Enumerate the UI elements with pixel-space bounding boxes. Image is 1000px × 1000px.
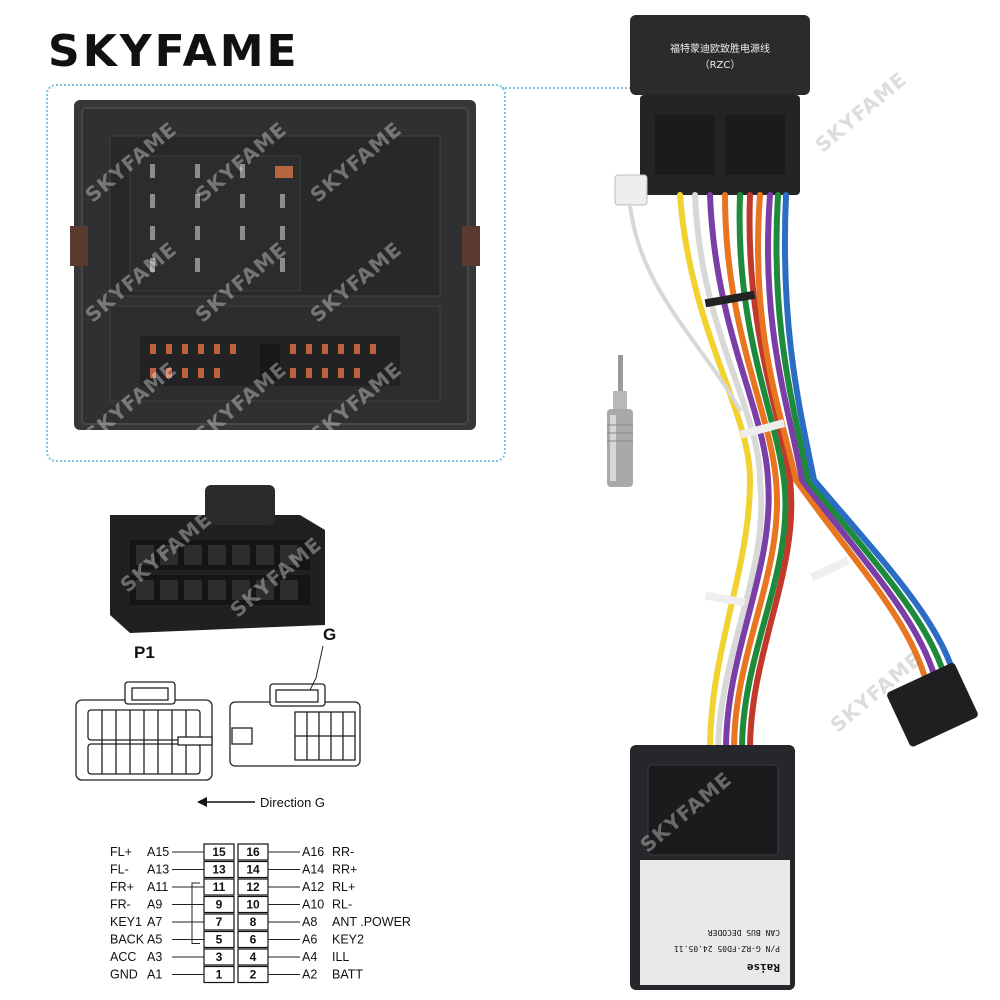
sixteen-pin-connector-photo <box>110 485 325 633</box>
pin-signal: GND <box>110 968 138 982</box>
pin-number: 14 <box>246 863 260 877</box>
pin-signal: ACC <box>110 950 136 964</box>
pin-number: 12 <box>246 880 260 894</box>
pin-box <box>203 843 235 861</box>
pin-code: A13 <box>147 863 169 877</box>
pin-signal: ANT .POWER <box>332 915 411 929</box>
pin-signal: RL+ <box>332 880 355 894</box>
pin-signal: RR+ <box>332 863 357 877</box>
pin-row-right: 2 A2 BATT <box>237 965 363 984</box>
pin-signal: BATT <box>332 968 363 982</box>
pin-number: 2 <box>250 968 257 982</box>
pin-row-left: KEY1 A7 7 <box>110 913 235 931</box>
pin-code: A14 <box>302 863 324 877</box>
pin-box <box>203 913 235 931</box>
pin-signal: KEY1 <box>110 915 142 929</box>
pin-number: 13 <box>212 863 226 877</box>
pin-code: A16 <box>302 845 324 859</box>
pin-number: 3 <box>216 950 223 964</box>
pin-number: 1 <box>216 968 223 982</box>
pin-code: A3 <box>147 950 162 964</box>
connector-label-code: （RZC） <box>700 59 741 71</box>
g-drawing <box>229 683 361 767</box>
pin-code: A10 <box>302 898 324 912</box>
frame-link-line <box>502 87 634 89</box>
pin-signal: RL- <box>332 898 352 912</box>
pin-signal: ILL <box>332 950 349 964</box>
pin-code: A6 <box>302 933 317 947</box>
pin-code: A4 <box>302 950 317 964</box>
pin-row-right: 14 A14 RR+ <box>237 860 357 879</box>
pin-row-left: FR- A9 9 <box>110 895 235 914</box>
connector-line-diagram: P1 G Direction G <box>75 625 361 810</box>
brand-logo: SKYFAME <box>48 26 300 77</box>
p1-label: P1 <box>134 643 155 662</box>
signal-pins <box>150 344 376 378</box>
decoder-name: CAN BUS DECODER <box>708 928 780 937</box>
pin-row-left: FR+ A11 11 <box>110 878 235 896</box>
pin-code: A9 <box>147 898 162 912</box>
pin-signal: FR+ <box>110 880 134 894</box>
pin-box <box>203 878 235 896</box>
pin-signal: BACK <box>110 933 145 947</box>
pin-number: 10 <box>246 898 260 912</box>
decoder-brand: Raise <box>747 961 780 974</box>
pin-row-left: ACC A3 3 <box>110 948 235 966</box>
power-pins <box>150 164 285 272</box>
pin-code: A8 <box>302 915 317 929</box>
pin-signal: KEY2 <box>332 933 364 947</box>
pin-number: 9 <box>216 898 223 912</box>
pin-code: A7 <box>147 915 162 929</box>
pin-code: A12 <box>302 880 324 894</box>
pin-row-right: 8 A8 ANT .POWER <box>237 913 411 931</box>
pin-signal: FR- <box>110 898 131 912</box>
pin-code: A2 <box>302 968 317 982</box>
pin-row-left: GND A1 1 <box>110 965 235 984</box>
pin-row-right: 4 A4 ILL <box>237 948 349 966</box>
pin-number: 15 <box>212 845 226 859</box>
car-side-connector <box>630 15 810 95</box>
pin-row-right: 6 A6 KEY2 <box>237 930 364 949</box>
pin-code: A11 <box>147 880 168 894</box>
pin-row-left: FL- A13 13 <box>110 860 235 879</box>
pin-row-right: 16 A16 RR- <box>237 843 354 861</box>
p1-drawing <box>75 681 213 781</box>
pin-number: 6 <box>250 933 257 947</box>
vehicle-connector-photo <box>70 100 480 430</box>
antenna-adapter <box>607 355 633 487</box>
pin-code: A1 <box>147 968 162 982</box>
pin-signal: FL+ <box>110 845 132 859</box>
pin-number: 11 <box>213 880 226 894</box>
decoder-pn: P/N G-RZ-FD05 24.05.11 <box>674 944 780 953</box>
pin-code: A15 <box>147 845 169 859</box>
pin-number: 4 <box>250 950 257 964</box>
radio-side-connector <box>887 663 978 747</box>
pin-bracket <box>191 882 200 944</box>
pin-row-left: FL+ A15 15 <box>110 843 235 861</box>
pin-code: A5 <box>147 933 162 947</box>
pin-box <box>203 930 235 949</box>
connector-label-cn: 福特蒙迪欧致胜电源线 <box>670 42 770 55</box>
pin-box <box>203 948 235 966</box>
wire-bundle <box>628 192 963 753</box>
pin-number: 7 <box>216 915 223 929</box>
pin-number: 5 <box>216 933 223 947</box>
pin-row-right: 10 A10 RL- <box>237 895 352 914</box>
pin-box <box>203 860 235 879</box>
pin-number: 16 <box>246 845 260 859</box>
g-label: G <box>323 625 336 644</box>
pin-box <box>203 965 235 984</box>
pin-signal: RR- <box>332 845 354 859</box>
pin-box <box>203 895 235 914</box>
pin-number: 8 <box>250 915 257 929</box>
direction-label: Direction G <box>260 795 325 810</box>
pin-row-right: 12 A12 RL+ <box>237 878 355 896</box>
photo-frame <box>46 84 506 462</box>
decoder-label <box>640 860 790 985</box>
pin-signal: FL- <box>110 863 129 877</box>
wiring-harness: 福特蒙迪欧致胜电源线 （RZC） Raise P/N G-RZ-FD05 24.… <box>614 15 978 990</box>
